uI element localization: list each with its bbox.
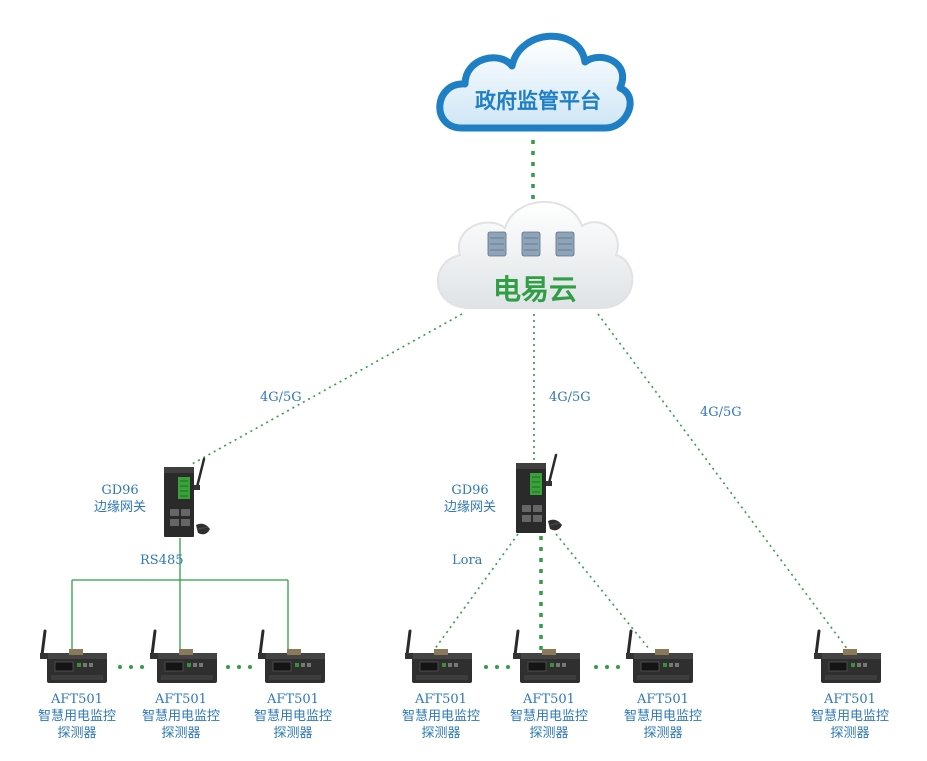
detector-label: AFT501 智慧用电监控 探测器 <box>608 691 718 742</box>
detector-label: AFT501 智慧用电监控 探测器 <box>494 691 604 742</box>
detector-model: AFT501 <box>415 692 467 707</box>
detector-name: 智慧用电监控 <box>810 709 889 724</box>
detector-name-2: 探测器 <box>57 726 97 741</box>
detector-label: AFT501 智慧用电监控 探测器 <box>22 691 132 742</box>
link-cloud-detector-right <box>597 313 849 651</box>
detector-name-2: 探测器 <box>161 726 201 741</box>
link-label-left: 4G/5G <box>260 390 302 405</box>
link-label-center: 4G/5G <box>549 390 591 405</box>
detector-device-7 <box>812 629 883 685</box>
detector-name: 智慧用电监控 <box>37 709 116 724</box>
server-icon <box>487 231 507 257</box>
gateway-label-center: GD96 边缘网关 <box>436 482 504 516</box>
detector-label: AFT501 智慧用电监控 探测器 <box>126 691 236 742</box>
gov-platform-cloud <box>436 32 634 132</box>
detector-model: AFT501 <box>155 692 207 707</box>
detector-device-2 <box>148 629 219 685</box>
detector-label: AFT501 智慧用电监控 探测器 <box>386 691 496 742</box>
lora-links <box>433 533 651 651</box>
detector-name-2: 探测器 <box>830 726 870 741</box>
ellipsis-dots <box>118 665 620 669</box>
gateway-model: GD96 <box>101 483 139 498</box>
detector-device-6 <box>624 629 695 685</box>
bus-label-rs485: RS485 <box>140 553 184 568</box>
gov-platform-label: 政府监管平台 <box>475 88 601 113</box>
detector-name: 智慧用电监控 <box>141 709 220 724</box>
detector-device-4 <box>403 629 474 685</box>
detector-name-2: 探测器 <box>273 726 313 741</box>
gateway-model: GD96 <box>451 483 489 498</box>
detector-name-2: 探测器 <box>643 726 683 741</box>
service-cloud-label: 电易云 <box>492 273 577 306</box>
gateway-device-left <box>162 457 212 539</box>
detector-name: 智慧用电监控 <box>401 709 480 724</box>
detector-name-2: 探测器 <box>529 726 569 741</box>
gateway-name: 边缘网关 <box>443 500 496 515</box>
detector-device-1 <box>38 629 109 685</box>
detector-model: AFT501 <box>267 692 319 707</box>
server-icon <box>555 231 575 257</box>
detector-name: 智慧用电监控 <box>509 709 588 724</box>
detector-model: AFT501 <box>637 692 689 707</box>
detector-name: 智慧用电监控 <box>253 709 332 724</box>
detector-model: AFT501 <box>523 692 575 707</box>
detector-device-3 <box>256 629 327 685</box>
gateway-name: 边缘网关 <box>93 500 146 515</box>
detector-name-2: 探测器 <box>421 726 461 741</box>
detector-model: AFT501 <box>824 692 876 707</box>
link-cloud-gateway-left <box>191 313 463 465</box>
rs485-bus <box>71 538 289 655</box>
link-label-right: 4G/5G <box>700 405 742 420</box>
detector-device-5 <box>511 629 582 685</box>
detector-label: AFT501 智慧用电监控 探测器 <box>795 691 905 742</box>
bus-label-lora: Lora <box>452 553 483 568</box>
service-cloud <box>436 200 634 309</box>
detector-name: 智慧用电监控 <box>623 709 702 724</box>
detector-label: AFT501 智慧用电监控 探测器 <box>238 691 348 742</box>
server-icon <box>521 231 541 257</box>
detector-model: AFT501 <box>51 692 103 707</box>
gateway-device-center <box>514 453 564 535</box>
gateway-label-left: GD96 边缘网关 <box>86 482 154 516</box>
